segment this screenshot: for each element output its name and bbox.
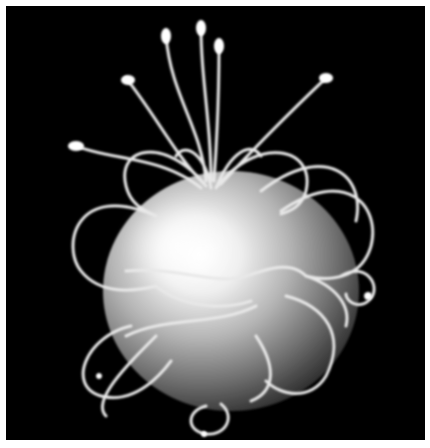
arrow-tip-8 — [96, 373, 102, 379]
arrow-tip-9 — [201, 431, 207, 437]
image-canvas — [6, 6, 425, 440]
field-line-top-3 — [214, 44, 219, 181]
magnetic-field-illustration — [6, 6, 425, 440]
arrow-tip-2 — [196, 20, 206, 36]
arrow-tip-4 — [121, 75, 135, 85]
arrow-tip-7 — [364, 292, 372, 300]
arrow-tip-1 — [161, 28, 171, 44]
arrow-tip-3 — [214, 38, 224, 54]
arrow-tip-6 — [68, 141, 84, 151]
arrow-tip-5 — [319, 73, 333, 83]
